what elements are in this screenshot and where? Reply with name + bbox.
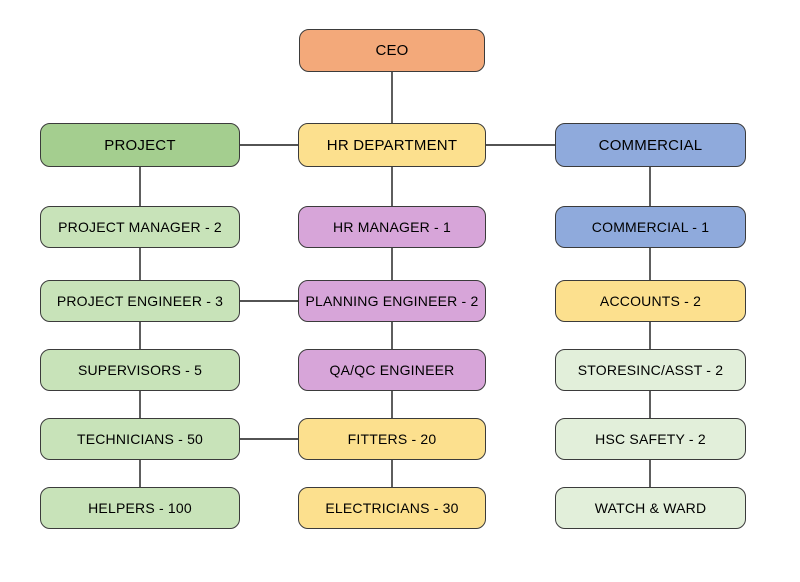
org-node-planning-engineer: PLANNING ENGINEER - 2 — [298, 280, 486, 322]
org-node-project-manager: PROJECT MANAGER - 2 — [40, 206, 240, 248]
org-node-commercial: COMMERCIAL — [555, 123, 746, 167]
org-node-qaqc-engineer: QA/QC ENGINEER — [298, 349, 486, 391]
org-node-ceo: CEO — [299, 29, 485, 72]
org-node-helpers: HELPERS - 100 — [40, 487, 240, 529]
org-node-project: PROJECT — [40, 123, 240, 167]
org-node-storesinc-asst: STORESINC/ASST - 2 — [555, 349, 746, 391]
org-node-electricians: ELECTRICIANS - 30 — [298, 487, 486, 529]
org-node-hsc-safety: HSC SAFETY - 2 — [555, 418, 746, 460]
org-node-project-engineer: PROJECT ENGINEER - 3 — [40, 280, 240, 322]
org-node-supervisors: SUPERVISORS - 5 — [40, 349, 240, 391]
org-node-technicians: TECHNICIANS - 50 — [40, 418, 240, 460]
org-node-hr-manager: HR MANAGER - 1 — [298, 206, 486, 248]
org-node-commercial-1: COMMERCIAL - 1 — [555, 206, 746, 248]
org-node-hr-department: HR DEPARTMENT — [298, 123, 486, 167]
org-node-fitters: FITTERS - 20 — [298, 418, 486, 460]
org-node-watch-and-ward: WATCH & WARD — [555, 487, 746, 529]
org-node-accounts: ACCOUNTS - 2 — [555, 280, 746, 322]
